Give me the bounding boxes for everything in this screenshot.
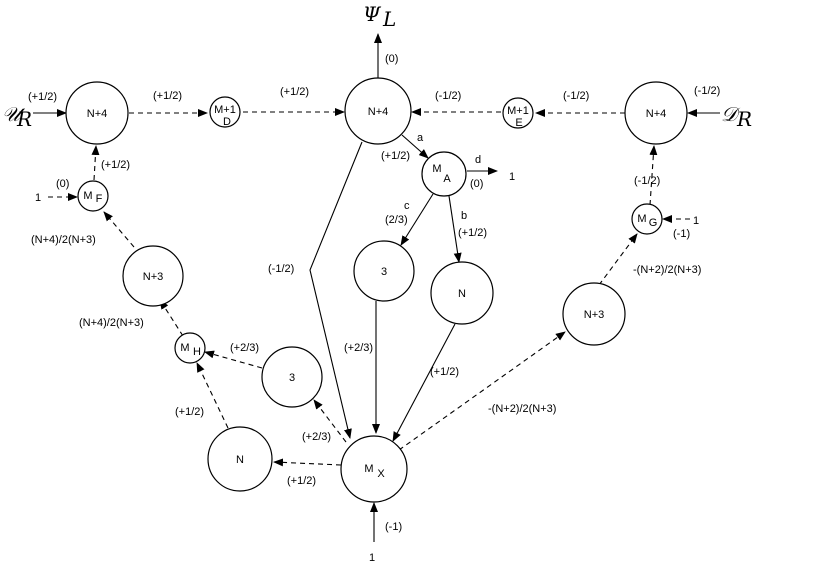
- label-x-to-n-low: (+1/2): [287, 475, 316, 487]
- node-m-a: M A: [421, 151, 467, 197]
- label-mid-to-x: (-1/2): [268, 263, 294, 275]
- psi-symbol: Ψ: [363, 2, 382, 26]
- edge-x-to-n3r: [398, 331, 566, 451]
- node-m-x: M X: [340, 435, 408, 503]
- node-sub: F: [96, 193, 103, 205]
- node-n3-left: N+3: [122, 245, 184, 307]
- edge-mid-to-x: [309, 141, 363, 439]
- label-e-to-mid: (-1/2): [435, 90, 461, 102]
- node-label: M: [432, 163, 441, 175]
- node-three-mid: 3: [353, 240, 415, 302]
- external-u: 𝒰 R: [2, 102, 32, 131]
- u-sub: R: [16, 107, 32, 131]
- node-label: M+1: [214, 104, 236, 116]
- edge-three-low-to-h: [204, 350, 263, 369]
- node-label: N: [236, 454, 244, 466]
- node-label: 3: [289, 372, 295, 384]
- label-right-to-e: (-1/2): [563, 90, 589, 102]
- edge-f-to-left: [91, 145, 100, 181]
- edge-x-to-n-low: [273, 458, 342, 467]
- node-sub: D: [223, 116, 231, 128]
- d-symbol: 𝒟: [721, 102, 741, 126]
- node-n-low: N: [207, 426, 273, 492]
- node-label: M: [83, 190, 92, 202]
- node-sub: X: [377, 468, 385, 480]
- label-a-out: (0): [470, 178, 483, 190]
- node-sub: H: [193, 346, 201, 358]
- label-three-to-x: (+2/3): [344, 342, 373, 354]
- label-a-to-n: (+1/2): [458, 227, 487, 239]
- edge-h-to-n3l: [159, 299, 184, 337]
- label-x-to-n3r: -(N+2)/2(N+3): [488, 403, 556, 415]
- label-a-out-source: 1: [509, 171, 515, 183]
- node-n4-mid: N+4: [344, 77, 412, 145]
- label-f-in: (0): [56, 178, 69, 190]
- edge-a-to-3: [400, 193, 434, 246]
- node-label: N+4: [646, 108, 667, 120]
- node-n3-right: N+3: [562, 282, 626, 346]
- label-g-to-right: (-1/2): [634, 175, 660, 187]
- label-f-to-left: (+1/2): [101, 159, 130, 171]
- node-m1-e: M+1 E: [502, 97, 534, 129]
- label-f-in-source: 1: [35, 192, 41, 204]
- label-left-to-d: (+1/2): [153, 90, 182, 102]
- node-n-mid: N: [430, 261, 494, 325]
- label-x-in: (-1): [385, 521, 402, 533]
- edge-n3l-to-f: [103, 211, 135, 248]
- label-n3l-to-f: (N+4)/2(N+3): [31, 234, 96, 246]
- external-d: 𝒟 R: [721, 102, 752, 131]
- node-label: N+4: [87, 108, 108, 120]
- node-label: M: [637, 213, 646, 225]
- label-a-to-n-letter: b: [461, 210, 467, 222]
- external-psi: Ψ L: [363, 2, 396, 31]
- label-x-in-source: 1: [369, 552, 375, 564]
- node-label: N+3: [143, 271, 164, 283]
- label-a-out-letter: d: [475, 154, 481, 166]
- node-sub: A: [443, 173, 451, 185]
- label-h-to-n3l: (N+4)/2(N+3): [79, 317, 144, 329]
- node-sub: G: [649, 217, 658, 229]
- node-label: N+3: [584, 309, 605, 321]
- node-n4-left: N+4: [65, 81, 129, 145]
- label-psi-out: (0): [385, 53, 398, 65]
- d-sub: R: [736, 107, 752, 131]
- label-mid-to-a: (+1/2): [381, 150, 410, 162]
- label-d-to-mid: (+1/2): [280, 86, 309, 98]
- node-label: 3: [381, 266, 387, 278]
- node-sub: E: [515, 117, 522, 129]
- label-mid-to-a-letter: a: [417, 132, 424, 144]
- node-n4-right: N+4: [624, 81, 688, 145]
- node-label: N: [458, 288, 466, 300]
- node-m-g: M G: [631, 203, 663, 235]
- node-label: M+1: [507, 105, 529, 117]
- label-g-in-source: 1: [693, 215, 699, 227]
- node-m-f: M F: [77, 180, 109, 212]
- edge-g-to-right: [649, 145, 658, 206]
- edge-n3r-to-g: [598, 233, 638, 286]
- label-a-to-3-letter: c: [404, 200, 410, 212]
- node-m-h: M H: [174, 332, 206, 364]
- edge-n-to-x: [392, 323, 456, 442]
- node-m1-d: M+1 D: [209, 96, 241, 128]
- label-n-to-x: (+1/2): [430, 366, 459, 378]
- label-d-in: (-1/2): [694, 85, 720, 97]
- node-label: M: [180, 342, 189, 354]
- edge-a-to-n: [448, 195, 462, 263]
- node-three-low: 3: [261, 346, 323, 408]
- edge-n-low-to-h: [196, 362, 229, 429]
- label-x-to-three-low: (+2/3): [302, 431, 331, 443]
- label-n-low-to-h: (+1/2): [175, 406, 204, 418]
- label-u-in: (+1/2): [28, 91, 57, 103]
- label-n3r-to-g: -(N+2)/2(N+3): [633, 264, 701, 276]
- node-label: N+4: [368, 106, 389, 118]
- label-a-to-3: (2/3): [385, 214, 408, 226]
- edge-mid-to-a: [401, 134, 429, 159]
- label-g-in: (-1): [673, 228, 690, 240]
- node-label: M: [364, 463, 373, 475]
- label-three-low-to-h: (+2/3): [230, 342, 259, 354]
- psi-sub: L: [382, 7, 396, 31]
